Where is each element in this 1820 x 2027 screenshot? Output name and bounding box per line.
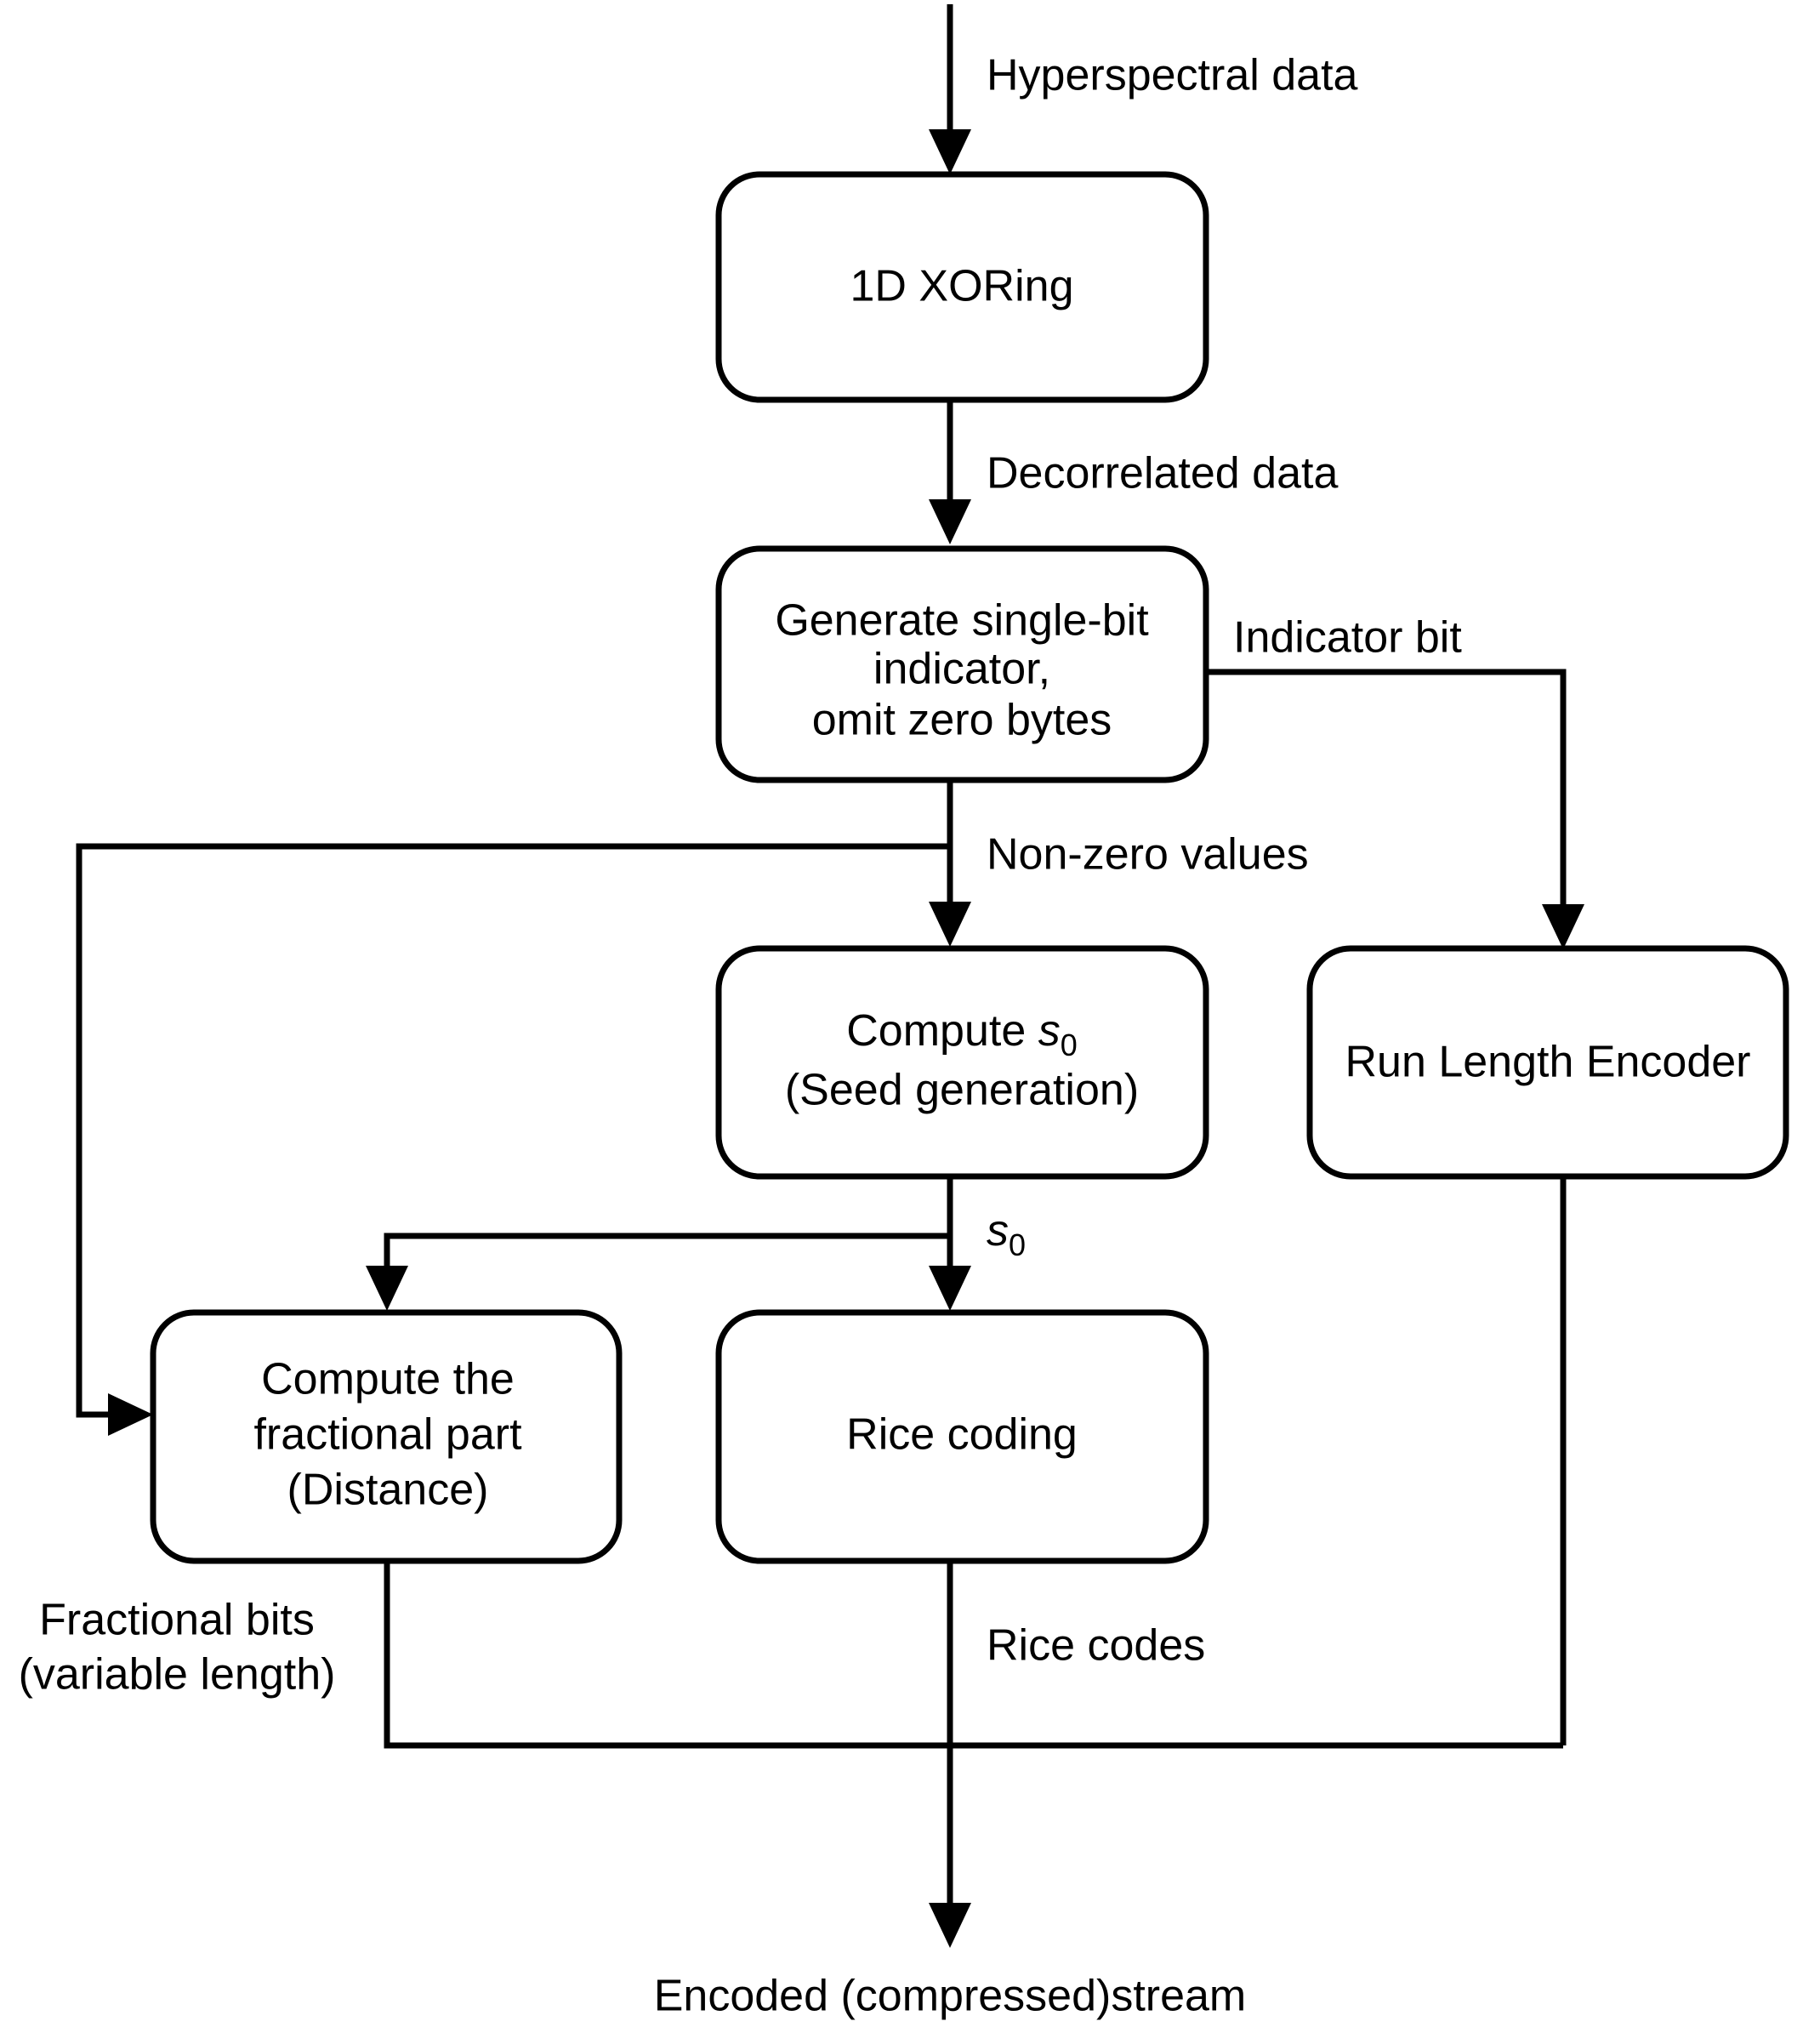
node-compute-seed-shape — [715, 945, 1209, 1180]
edge-fractional-to-merge — [384, 1561, 1563, 1749]
edge-indicator-bit-to-rle — [1206, 669, 1584, 949]
node-generate-indicator[interactable]: Generate single-bit indicator, omit zero… — [715, 545, 1209, 783]
node-generate-indicator-line1: Generate single-bit — [775, 596, 1149, 646]
edge-label-indicator-bit: Indicator bit — [1233, 613, 1462, 663]
node-1d-xoring-shape — [715, 171, 1209, 403]
node-rice-coding-label: Rice coding — [846, 1410, 1078, 1460]
node-compute-fractional-part-line1: Compute the — [261, 1355, 515, 1404]
node-run-length-encoder-label: Run Length Encoder — [1345, 1038, 1750, 1087]
edge-indicator-to-seed — [929, 779, 971, 947]
node-generate-indicator-line2: indicator, — [873, 645, 1050, 694]
node-generate-indicator-shape — [715, 545, 1209, 783]
edge-input-to-xoring — [929, 4, 971, 174]
edge-label-decorrelated-data: Decorrelated data — [987, 449, 1338, 498]
edge-seed-to-fractional — [366, 1233, 950, 1311]
node-compute-fractional-part-line2: fractional part — [253, 1410, 522, 1460]
node-compute-fractional-part[interactable]: Compute the fractional part (Distance) — [150, 1309, 623, 1564]
edge-label-seed-subscript: 0 — [1009, 1227, 1026, 1262]
node-1d-xoring[interactable]: 1D XORing — [715, 171, 1209, 403]
edge-seed-to-rice — [929, 1176, 971, 1311]
node-compute-fractional-part-shape — [150, 1309, 623, 1564]
edge-xoring-to-indicator — [929, 400, 971, 544]
edge-rice-to-output — [929, 1561, 971, 1948]
node-compute-seed-var: s — [1038, 1006, 1061, 1056]
edge-label-rice-codes: Rice codes — [987, 1621, 1205, 1671]
node-compute-seed-line1: Compute s0 — [846, 1006, 1077, 1062]
node-run-length-encoder[interactable]: Run Length Encoder — [1306, 945, 1789, 1180]
node-compute-seed[interactable]: Compute s0 (Seed generation) — [715, 945, 1209, 1180]
node-compute-seed-line2: (Seed generation) — [785, 1066, 1139, 1115]
edge-label-fractional-bits-line2: (variable length) — [19, 1650, 336, 1700]
edge-label-encoded-stream: Encoded (compressed)stream — [654, 1972, 1247, 2021]
edge-label-seed-var: s — [987, 1206, 1009, 1255]
node-compute-seed-prefix: Compute — [846, 1006, 1038, 1056]
edge-nonzero-to-fractional — [76, 843, 950, 1436]
node-rice-coding-shape — [715, 1309, 1209, 1564]
node-run-length-encoder-shape — [1306, 945, 1789, 1180]
node-1d-xoring-label: 1D XORing — [850, 262, 1074, 311]
node-rice-coding[interactable]: Rice coding — [715, 1309, 1209, 1564]
edge-label-hyperspectral-data: Hyperspectral data — [987, 51, 1358, 100]
edge-label-fractional-bits-line1: Fractional bits — [39, 1596, 315, 1645]
edge-label-seed-s0: s0 — [987, 1206, 1026, 1262]
node-generate-indicator-line3: omit zero bytes — [812, 696, 1112, 745]
edge-label-non-zero-values: Non-zero values — [987, 830, 1309, 880]
node-compute-seed-subscript: 0 — [1061, 1028, 1078, 1062]
node-compute-fractional-part-line3: (Distance) — [287, 1466, 489, 1515]
